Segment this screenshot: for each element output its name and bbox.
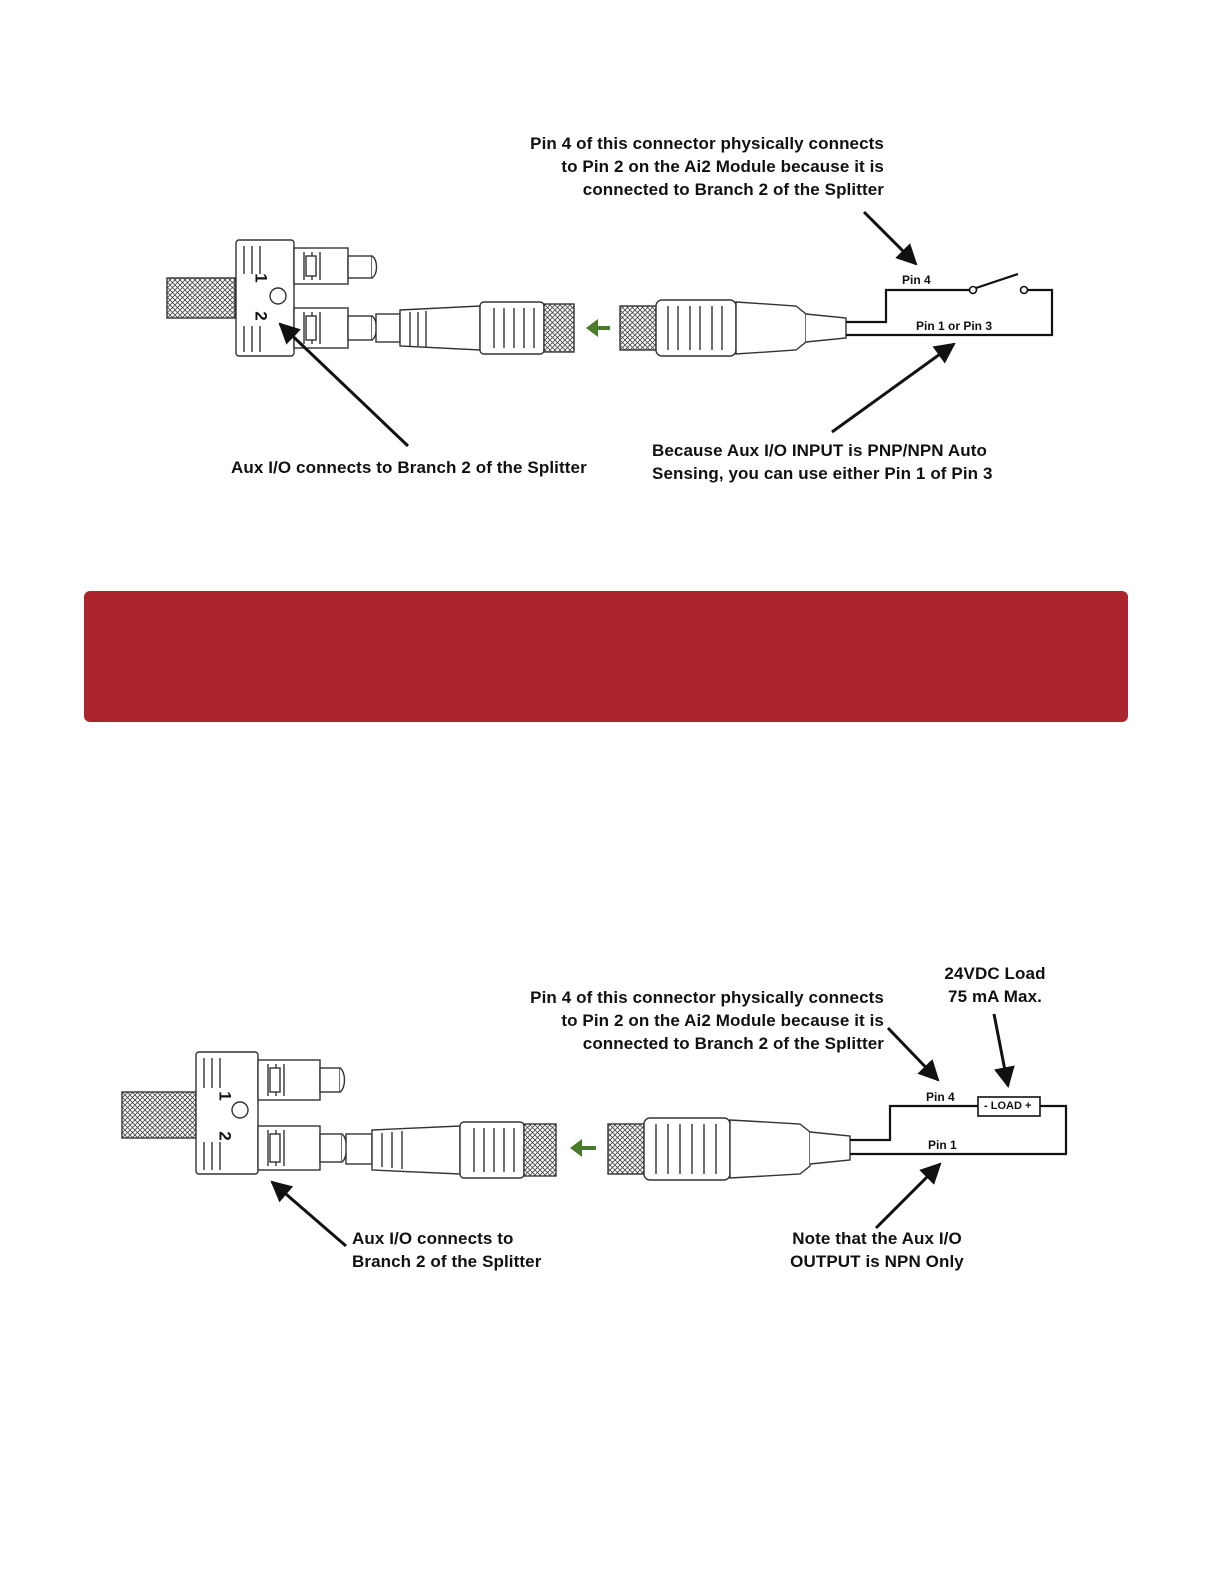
arrow-to-pin1: [874, 1162, 942, 1230]
arrow-to-branch2: [270, 1180, 347, 1248]
arrow-to-load: [992, 1013, 1015, 1089]
splitter-branch-2: [293, 307, 378, 349]
arrow-to-branch2: [278, 322, 410, 448]
pin4-mapping-callout: Pin 4 of this connector physically conne…: [530, 134, 884, 199]
output-wiring-drawing: [121, 1013, 1068, 1248]
pin4-mapping-callout: Pin 4 of this connector physically conne…: [530, 988, 884, 1053]
pin1-or-pin3-label: Pin 1 or Pin 3: [916, 319, 993, 333]
pin1-label: Pin 1: [928, 1138, 957, 1152]
branch-2-marker: 2: [251, 311, 271, 321]
splitter-branch-callout: Aux I/O connects to Branch 2 of the Spli…: [231, 458, 587, 477]
branch-2-marker: 2: [215, 1131, 235, 1141]
input-wiring-diagram: 1 2 Pin 4 Pin 1 or Pin 3 Pin 4 of this c…: [0, 0, 1224, 560]
splitter-body: [235, 239, 295, 357]
male-cable-connector: [607, 1117, 851, 1181]
mating-direction-arrow: [570, 1139, 596, 1157]
splitter-branch-2: [257, 1125, 348, 1171]
splitter-branch-callout: Aux I/O connects to Branch 2 of the Spli…: [352, 1229, 542, 1271]
arrow-to-pin4: [886, 1026, 940, 1082]
arrow-to-pin4: [862, 210, 918, 266]
male-cable-connector: [619, 299, 847, 357]
mating-direction-arrow: [586, 319, 610, 337]
input-circuit-wires: [846, 272, 1054, 337]
switch-icon: [968, 285, 1029, 295]
npn-only-callout: Note that the Aux I/O OUTPUT is NPN Only: [790, 1229, 964, 1271]
load-box: [977, 1096, 1041, 1117]
splitter-branch-1: [257, 1059, 346, 1101]
section-banner: [84, 591, 1128, 722]
female-cable-connector: [375, 301, 575, 355]
female-cable-connector: [345, 1121, 557, 1179]
branch-1-marker: 1: [215, 1091, 235, 1101]
splitter-branch-1: [293, 247, 378, 285]
arrow-to-pin1-or-pin3: [831, 342, 956, 434]
load-rating-callout: 24VDC Load 75 mA Max.: [944, 964, 1046, 1006]
branch-1-marker: 1: [251, 273, 271, 283]
pin4-label: Pin 4: [902, 273, 931, 287]
output-wiring-diagram: 1 2 Pin 4 Pin 1 - LOAD + Pin 4 of this c…: [0, 930, 1224, 1310]
load-label: - LOAD +: [984, 1100, 1032, 1112]
input-wiring-drawing: [166, 210, 1054, 448]
output-circuit-wires: [850, 1104, 1068, 1156]
splitter-input-threads: [121, 1091, 197, 1139]
splitter-body: [195, 1051, 259, 1175]
splitter-input-threads: [166, 277, 236, 319]
pin4-label: Pin 4: [926, 1090, 955, 1104]
auto-sensing-callout: Because Aux I/O INPUT is PNP/NPN Auto Se…: [652, 441, 993, 483]
